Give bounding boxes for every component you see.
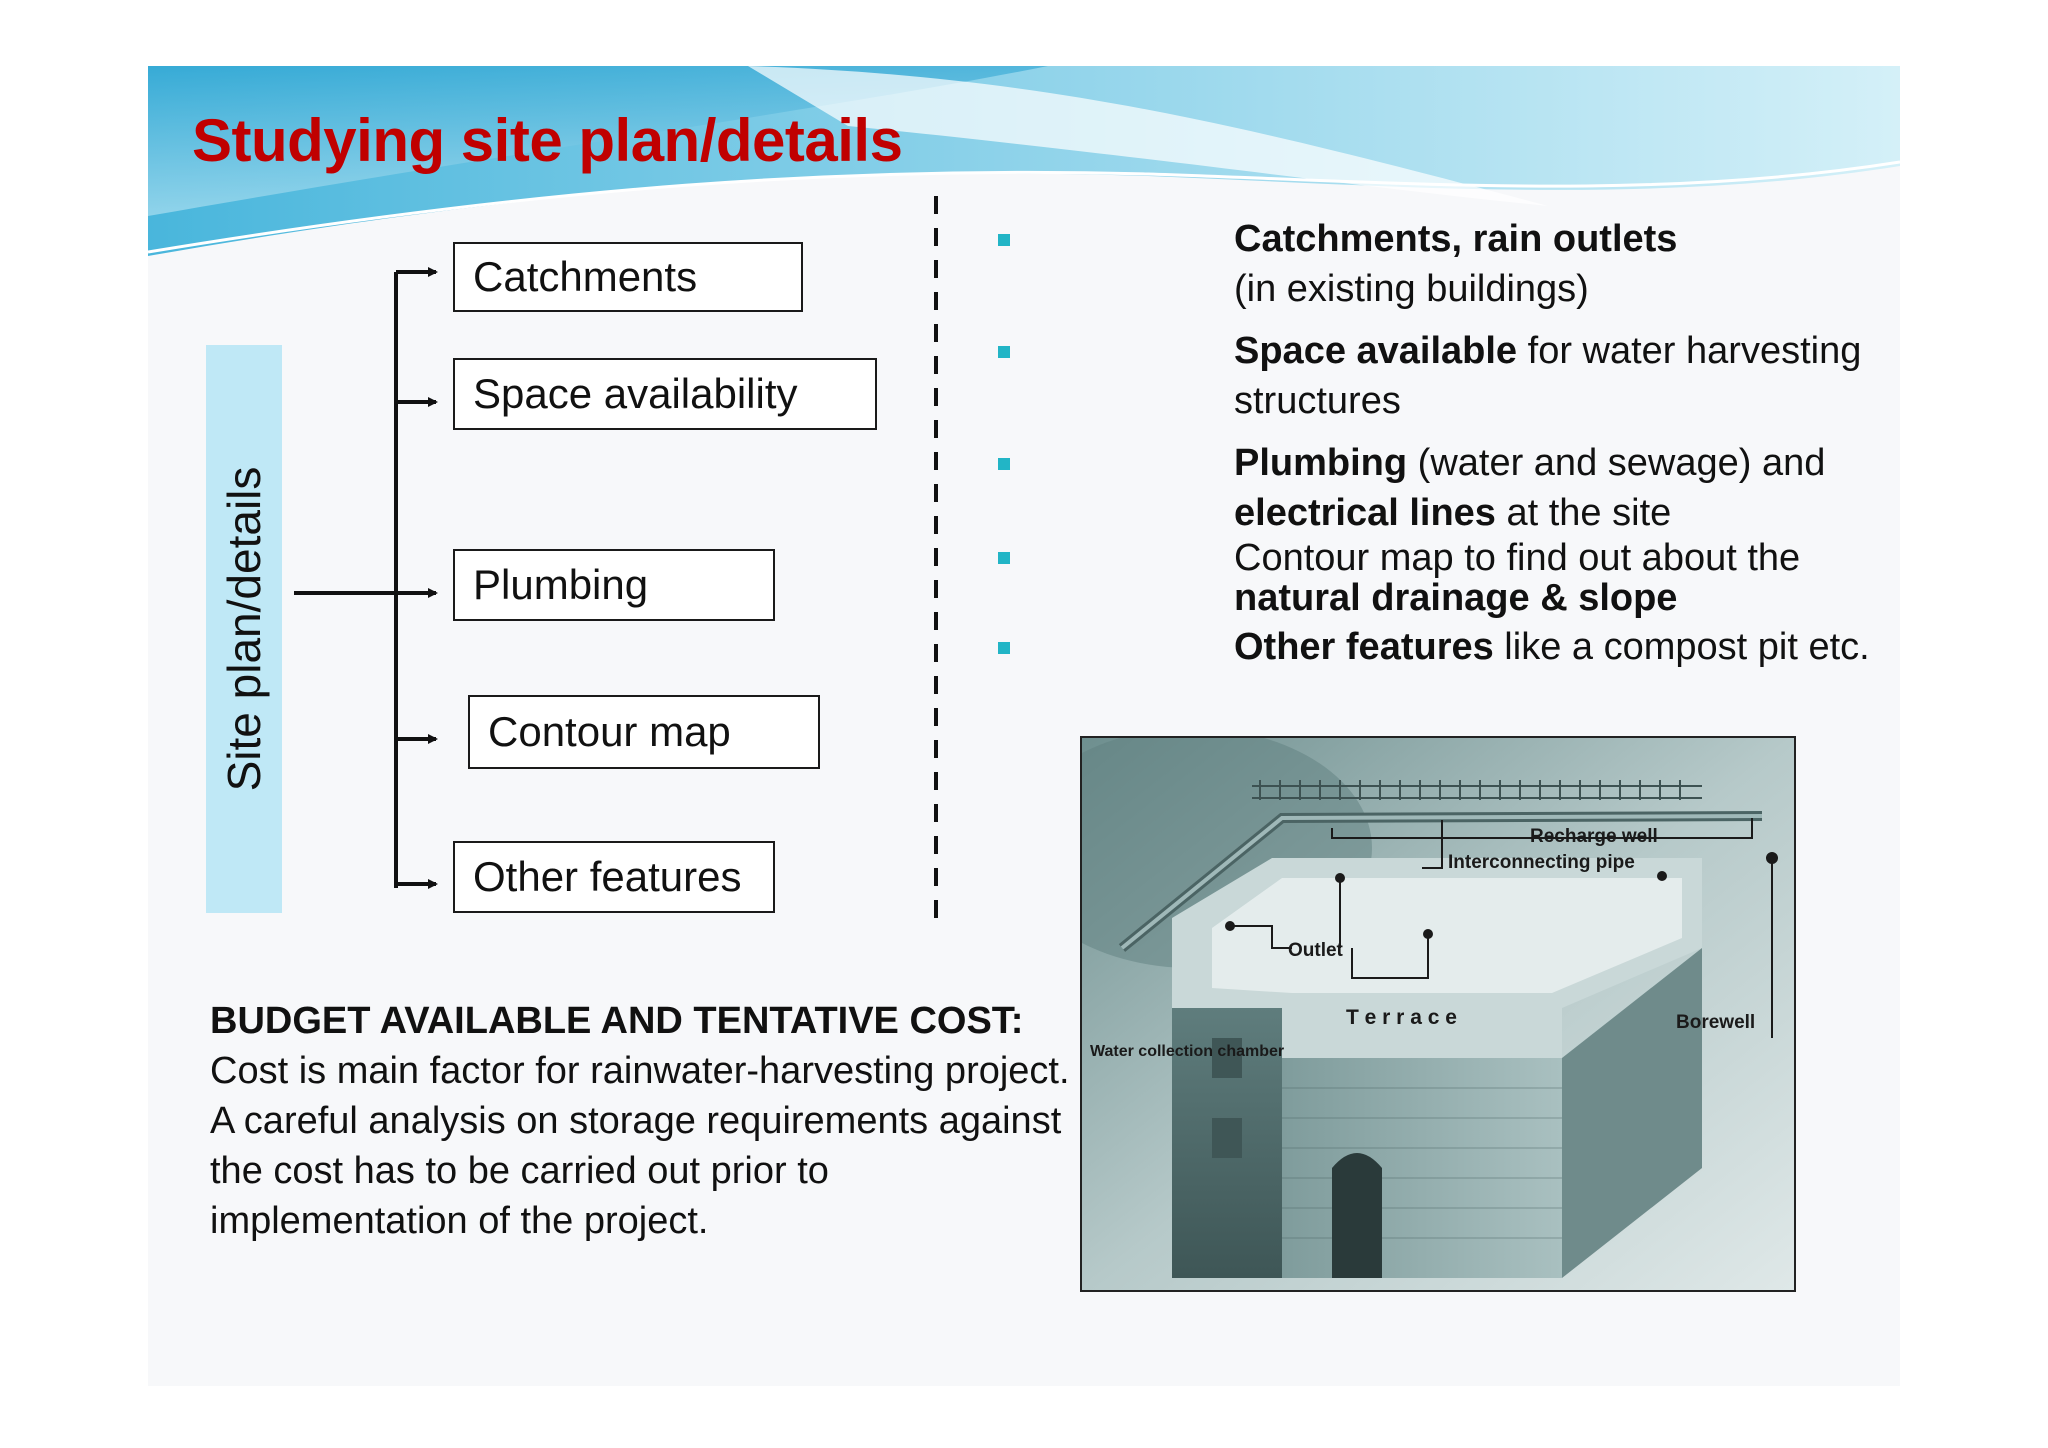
label-outlet: Outlet	[1288, 940, 1344, 961]
slide: Studying site plan/details Site plan/det…	[148, 66, 1900, 1386]
bullet-plumbing-bold: Plumbing	[1234, 442, 1408, 484]
bullet-plumbing-text2: at the site	[1495, 492, 1672, 534]
bullet-marker	[998, 552, 1010, 564]
bullet-catchments-bold: Catchments, rain outlets	[1234, 218, 1678, 260]
box-other-features: Other features	[453, 841, 775, 913]
bullet-marker	[998, 458, 1010, 470]
bullet-contour-bold: natural drainage & slope	[1234, 577, 1678, 619]
budget-paragraph: BUDGET AVAILABLE AND TENTATIVE COST: Cos…	[210, 996, 1090, 1246]
site-plan-root-label: Site plan/details	[218, 466, 270, 792]
budget-heading: BUDGET AVAILABLE AND TENTATIVE COST:	[210, 1000, 1024, 1042]
bullet-catchments: Catchments, rain outlets (in existing bu…	[998, 214, 1878, 314]
bullet-contour-text: Contour map to find out about the	[1234, 537, 1801, 579]
bullet-space: Space available for water harvesting str…	[998, 326, 1878, 426]
bullet-contour: Contour map to find out about the natura…	[998, 538, 1878, 618]
label-interconnecting-pipe: Interconnecting pipe	[1448, 852, 1635, 873]
bullet-marker	[998, 346, 1010, 358]
box-plumbing: Plumbing	[453, 549, 775, 621]
header-wave	[148, 66, 1900, 256]
building-illustration: Recharge well Interconnecting pipe Outle…	[1080, 736, 1796, 1292]
bullet-space-text: for water harvesting structures	[1234, 330, 1862, 422]
page-title: Studying site plan/details	[192, 107, 903, 174]
label-borewell: Borewell	[1676, 1012, 1755, 1033]
bullet-catchments-text: (in existing buildings)	[1234, 268, 1589, 310]
box-space-availability-label: Space availability	[473, 370, 798, 417]
label-recharge-well: Recharge well	[1530, 826, 1658, 847]
box-space-availability: Space availability	[453, 358, 877, 430]
bullet-space-bold: Space available	[1234, 330, 1518, 372]
label-terrace: T e r r a c e	[1346, 1006, 1457, 1029]
box-contour-map-label: Contour map	[488, 708, 731, 755]
bullet-marker	[998, 642, 1010, 654]
box-other-features-label: Other features	[473, 853, 742, 900]
bullet-other: Other features like a compost pit etc.	[998, 622, 1878, 672]
label-water-collection-chamber: Water collection chamber	[1090, 1043, 1284, 1060]
bullet-list: Catchments, rain outlets (in existing bu…	[998, 214, 1878, 672]
bullet-marker	[998, 234, 1010, 246]
box-catchments-label: Catchments	[473, 253, 698, 300]
budget-text: Cost is main factor for rainwater-harves…	[210, 1050, 1070, 1242]
bullet-other-bold: Other features	[1234, 626, 1494, 668]
box-plumbing-label: Plumbing	[473, 561, 649, 608]
bullet-plumbing: Plumbing (water and sewage) and electric…	[998, 438, 1878, 538]
site-plan-root-box: Site plan/details	[206, 345, 282, 913]
box-catchments: Catchments	[453, 242, 803, 312]
bullet-plumbing-text: (water and sewage) and	[1407, 442, 1826, 484]
bullet-other-text: like a compost pit etc.	[1493, 626, 1870, 668]
box-contour-map: Contour map	[468, 695, 820, 769]
bullet-plumbing-bold2: electrical lines	[1234, 492, 1496, 534]
